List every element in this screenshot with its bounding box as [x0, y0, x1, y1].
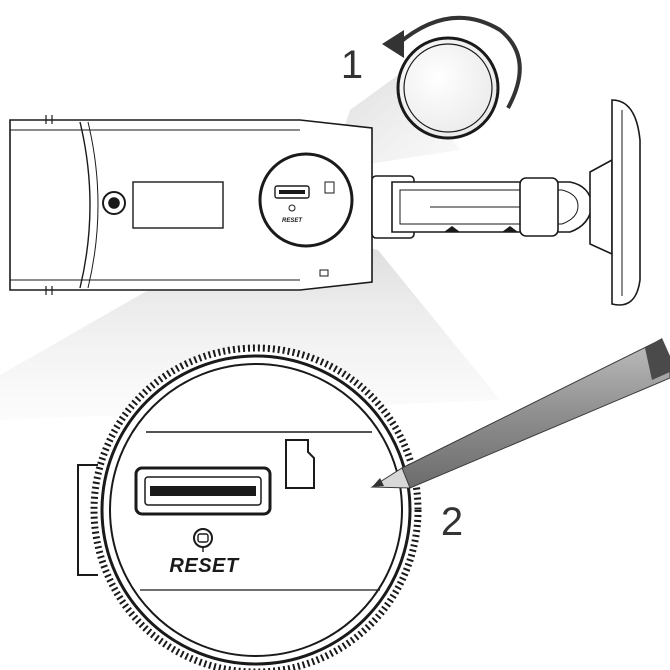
- reset-label-small: RESET: [282, 218, 303, 224]
- small-detail-circle: RESET: [258, 152, 354, 248]
- reset-label-large: RESET: [169, 555, 239, 577]
- step-2-number: 2: [441, 500, 463, 544]
- sd-card-icon: [285, 439, 315, 489]
- sd-card-slot-icon: [134, 466, 272, 516]
- wall-mount-bracket: [371, 99, 641, 306]
- end-cap: [396, 36, 500, 140]
- rotate-arrow-icon: [382, 15, 522, 109]
- large-detail-circle: [77, 344, 422, 670]
- step-1-number: 1: [341, 43, 363, 87]
- screw-icon: [102, 191, 126, 215]
- reset-button-icon: [193, 528, 213, 552]
- pen-icon: [370, 338, 670, 489]
